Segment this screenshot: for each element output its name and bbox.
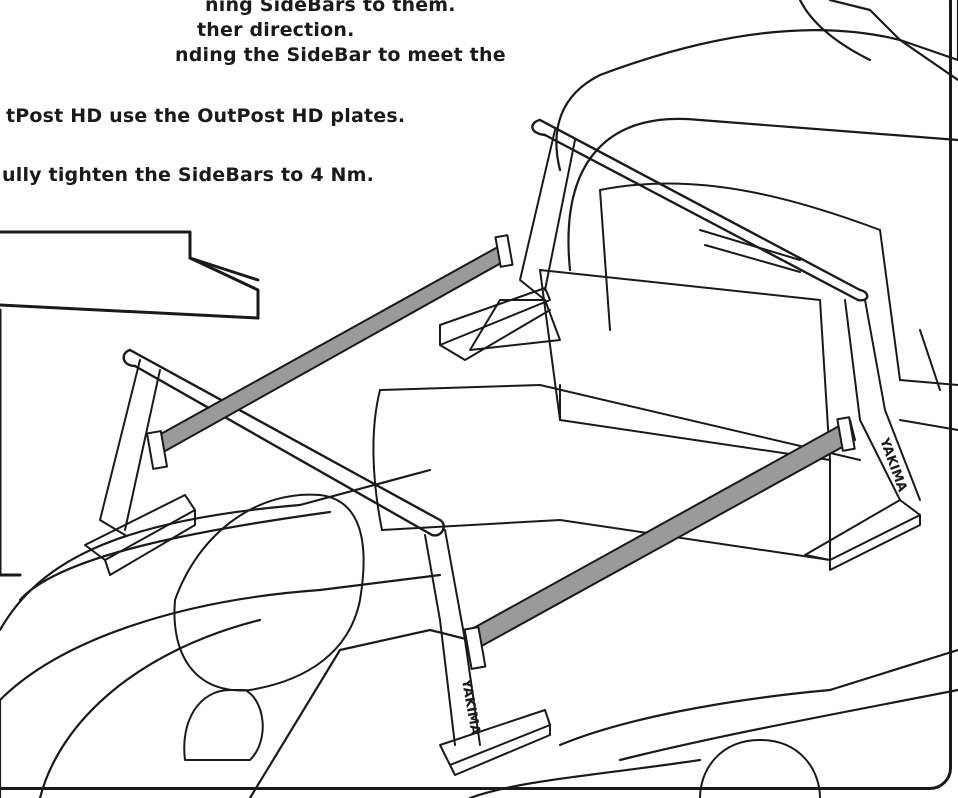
instruction-line-3: nding the SideBar to meet the (175, 44, 506, 66)
sidebar-brackets (145, 234, 856, 670)
wheel-well (173, 493, 821, 798)
sidebar-driver-side (149, 242, 511, 456)
front-crossbar (122, 348, 445, 537)
truck-bed (372, 269, 958, 561)
rear-crossbar (531, 118, 869, 302)
instruction-line-2: ther direction. (197, 19, 355, 41)
brand-mark-front: YAKIMA (458, 677, 483, 736)
sidebar-passenger-side (469, 419, 856, 649)
front-right-tower (424, 529, 551, 776)
callout-pointer (0, 230, 260, 577)
front-left-tower (84, 359, 196, 576)
instruction-line-1: ning SideBars to them. (205, 0, 456, 16)
instruction-line-5: ully tighten the SideBars to 4 Nm. (2, 164, 375, 186)
brand-mark-rear: YAKIMA (876, 435, 910, 494)
cab-window (599, 182, 941, 391)
instruction-line-4: tPost HD use the OutPost HD plates. (6, 105, 406, 127)
rear-right-tower (804, 299, 921, 571)
rear-left-tower (439, 129, 576, 361)
